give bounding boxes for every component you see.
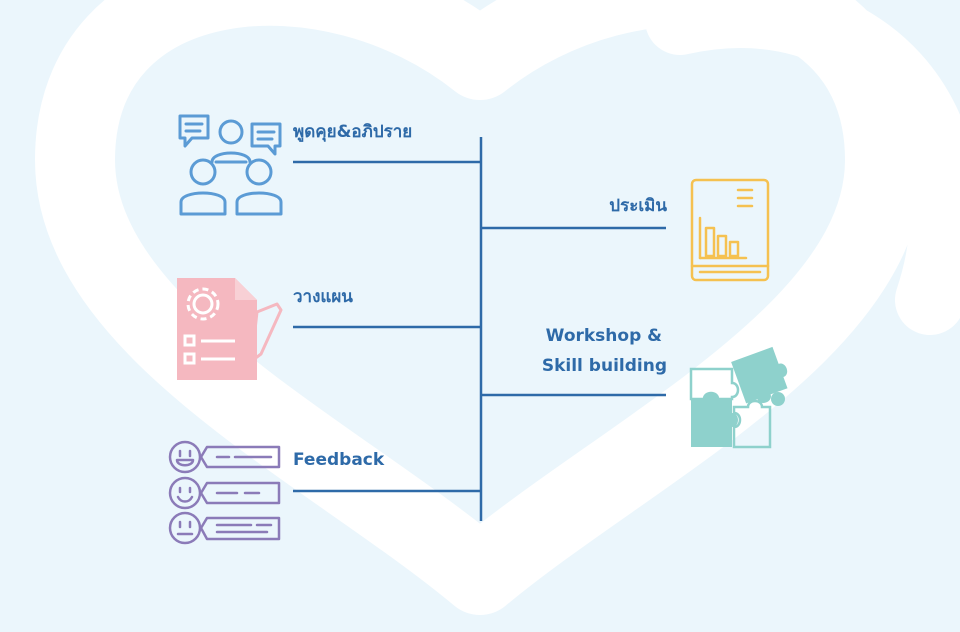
label-workshop-line1: Workshop & xyxy=(545,326,662,346)
puzzle-pieces-icon xyxy=(689,346,788,449)
planning-document-icon xyxy=(177,278,283,380)
label-assessment: ประเมิน xyxy=(609,196,667,216)
label-planning: วางแผน xyxy=(293,287,353,307)
group-discussion-icon xyxy=(178,114,283,216)
assessment-book-chart-icon xyxy=(690,178,770,282)
label-feedback: Feedback xyxy=(293,450,385,470)
label-discussion: พูดคุย&อภิปราย xyxy=(293,122,413,142)
label-workshop-line2: Skill building xyxy=(541,356,667,376)
feedback-faces-icon xyxy=(168,440,281,545)
